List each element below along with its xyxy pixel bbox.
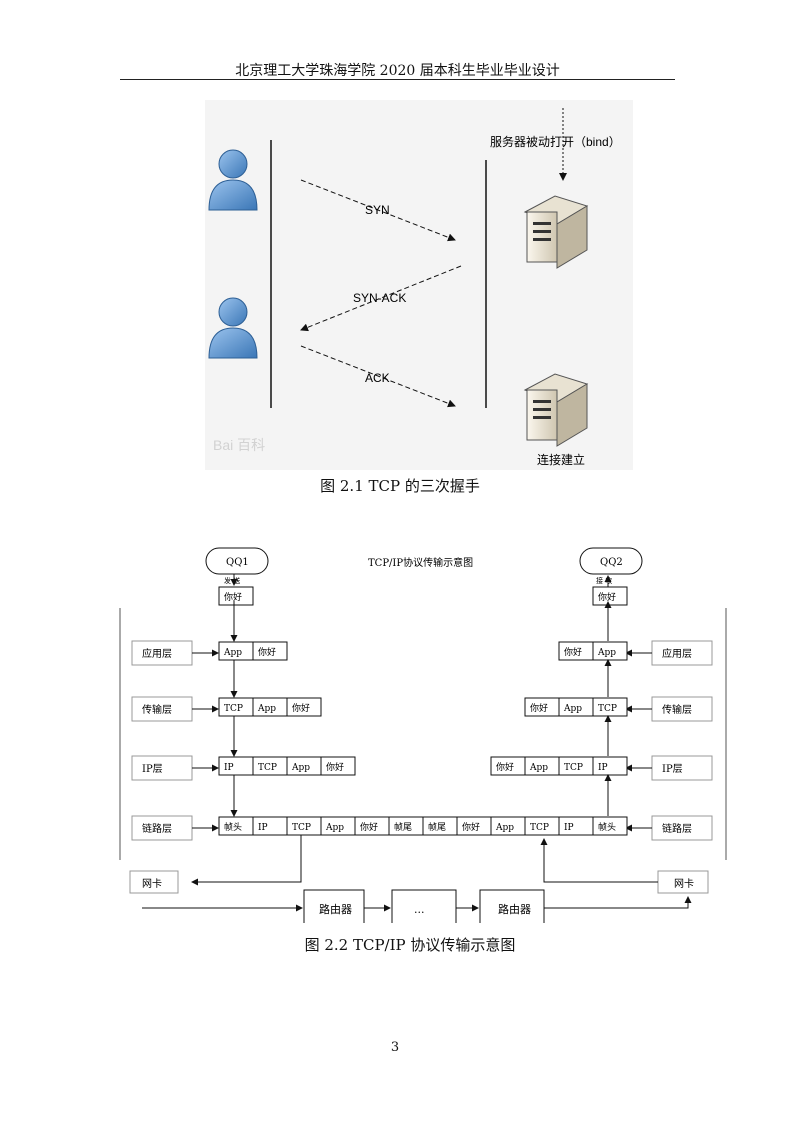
layer-label: IP层 bbox=[662, 763, 683, 775]
packet-cell bbox=[320, 756, 356, 776]
syn-label: SYN bbox=[365, 203, 390, 217]
packet-field: 你好 bbox=[326, 761, 344, 773]
layer-left-1: 传输层 bbox=[131, 696, 193, 722]
packet-field: App bbox=[291, 763, 310, 773]
nic-right: 网卡 bbox=[657, 870, 709, 894]
packet-field: TCP bbox=[598, 704, 617, 714]
packet-field: 你好 bbox=[258, 646, 276, 658]
packet-field: 你好 bbox=[292, 702, 310, 714]
packet-field: App bbox=[325, 823, 344, 833]
layer-label: 应用层 bbox=[662, 647, 692, 660]
client-user-icon bbox=[208, 297, 258, 359]
nic-left: 网卡 bbox=[129, 870, 179, 894]
router-ellipsis: ... bbox=[391, 889, 457, 927]
layer-label: 链路层 bbox=[142, 822, 172, 835]
router-2: 路由器 bbox=[479, 889, 545, 927]
packet-cell bbox=[252, 641, 288, 661]
packet-field: App bbox=[597, 648, 616, 658]
client-user-icon bbox=[208, 149, 258, 211]
router-1: 路由器 bbox=[303, 889, 365, 927]
figure-tcp-handshake: 服务器被动打开（bind） SYN SYN-ACK ACK 连接建立 Bai 百… bbox=[205, 100, 633, 470]
running-header: 北京理工大学珠海学院 2020 届本科生毕业毕业设计 bbox=[235, 63, 560, 79]
endpoint-qq1-label: QQ1 bbox=[226, 557, 249, 568]
syn-ack-label: SYN-ACK bbox=[353, 291, 406, 305]
handshake-diagram: 服务器被动打开（bind） SYN SYN-ACK ACK 连接建立 Bai 百… bbox=[208, 108, 621, 467]
server-passive-open-label: 服务器被动打开（bind） bbox=[490, 134, 621, 149]
endpoint-qq1: QQ1 bbox=[205, 547, 269, 575]
server-icon bbox=[523, 373, 589, 447]
packet-field: TCP bbox=[258, 763, 277, 773]
figure-caption: 图 2.1 TCP 的三次握手 bbox=[320, 477, 480, 495]
packet-field: 你好 bbox=[462, 821, 480, 833]
syn-arrow bbox=[300, 179, 456, 242]
nic-left-label: 网卡 bbox=[142, 877, 162, 890]
layer-left-2: IP层 bbox=[131, 755, 193, 781]
ack-arrow bbox=[300, 345, 456, 408]
packet-field: 你好 bbox=[224, 591, 242, 603]
layer-label: 传输层 bbox=[142, 703, 172, 716]
layer-right-0: 应用层 bbox=[651, 640, 713, 666]
packet-field: 你好 bbox=[598, 591, 616, 603]
server-icon bbox=[523, 195, 589, 269]
watermark: Bai 百科 bbox=[213, 437, 265, 453]
packet-cell bbox=[592, 816, 628, 836]
packet-field: TCP bbox=[224, 704, 243, 714]
packet-cell bbox=[286, 697, 322, 717]
layer-label: IP层 bbox=[142, 763, 163, 775]
diagram-title: TCP/IP协议传输示意图 bbox=[368, 556, 473, 569]
packet-field: App bbox=[223, 648, 242, 658]
packet-field: 你好 bbox=[360, 821, 378, 833]
packet-field: App bbox=[257, 704, 276, 714]
packet-field: 你好 bbox=[496, 761, 514, 773]
packet-field: App bbox=[529, 763, 548, 773]
packet-field: App bbox=[563, 704, 582, 714]
packet-field: TCP bbox=[530, 823, 549, 833]
page-number: 3 bbox=[390, 1040, 400, 1055]
layer-left-0: 应用层 bbox=[131, 640, 193, 666]
packet-field: App bbox=[495, 823, 514, 833]
send-label: 发 送 bbox=[224, 576, 240, 585]
packet-field: IP bbox=[598, 763, 608, 773]
packet-field: 你好 bbox=[530, 702, 548, 714]
receive-label: 接 收 bbox=[596, 576, 612, 585]
packet-field: IP bbox=[224, 763, 234, 773]
packet-field: 你好 bbox=[564, 646, 582, 658]
endpoint-qq2-label: QQ2 bbox=[600, 557, 623, 568]
packet-field: 帧头 bbox=[598, 821, 616, 833]
packet-field: IP bbox=[564, 823, 574, 833]
packet-field: IP bbox=[258, 823, 268, 833]
packet-field: 帧尾 bbox=[428, 821, 446, 833]
packet-field: 帧尾 bbox=[394, 821, 412, 833]
packet-cell bbox=[218, 586, 254, 606]
layer-label: 传输层 bbox=[662, 703, 692, 716]
layer-right-2: IP层 bbox=[651, 755, 713, 781]
packet-field: 帧头 bbox=[224, 821, 242, 833]
router-ellipsis-label: ... bbox=[414, 903, 425, 916]
nic-right-label: 网卡 bbox=[674, 877, 694, 890]
packet-field: TCP bbox=[564, 763, 583, 773]
endpoint-qq2: QQ2 bbox=[579, 547, 643, 575]
layer-right-3: 链路层 bbox=[651, 815, 713, 841]
header-rule bbox=[120, 79, 675, 80]
connection-established-label: 连接建立 bbox=[537, 452, 585, 467]
layer-left-3: 链路层 bbox=[131, 815, 193, 841]
layer-right-1: 传输层 bbox=[651, 696, 713, 722]
figure-caption: 图 2.2 TCP/IP 协议传输示意图 bbox=[304, 936, 516, 954]
layer-label: 链路层 bbox=[662, 822, 692, 835]
figure-tcpip-transmission: TCP/IP协议传输示意图 QQ1 QQ2 发 送 接 收 应用层传输层 IP层链… bbox=[118, 538, 728, 927]
packet-field: TCP bbox=[292, 823, 311, 833]
ack-label: ACK bbox=[365, 371, 390, 385]
router-2-label: 路由器 bbox=[498, 902, 531, 916]
syn-ack-arrow bbox=[300, 265, 462, 332]
layer-label: 应用层 bbox=[142, 647, 172, 660]
router-1-label: 路由器 bbox=[319, 902, 352, 916]
